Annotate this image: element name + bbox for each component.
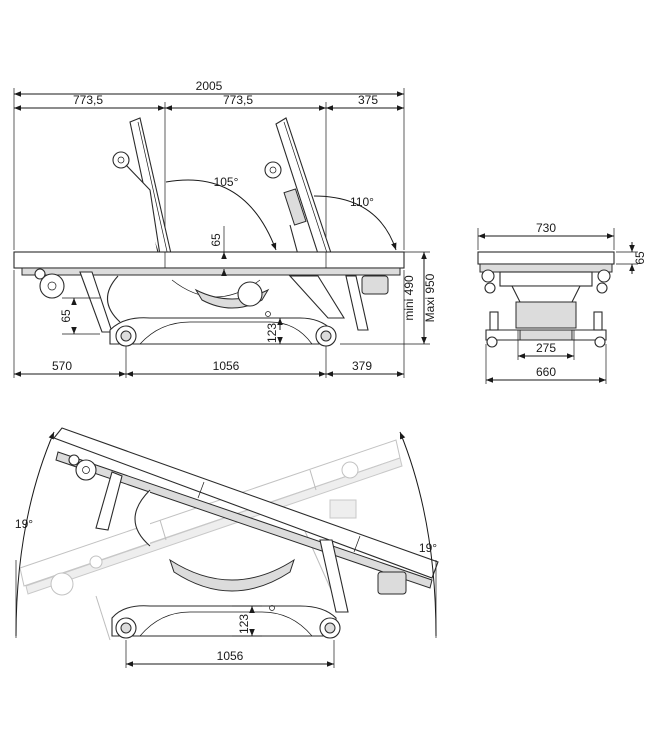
dim-angle-back: 105°: [214, 175, 239, 189]
dim-end-width: 730: [536, 221, 556, 235]
dim-overhang-left: 570: [52, 359, 72, 373]
tilt-arc-right: [399, 431, 437, 637]
dim-wheelbase: 1056: [213, 359, 240, 373]
raised-head-section: [264, 117, 335, 267]
dim-arm-height: 65: [59, 309, 73, 323]
table-top: [13, 251, 405, 276]
bottom-dimension-lines: [13, 270, 405, 378]
base-frame: [34, 268, 389, 347]
dim-tilt-right: 19°: [419, 541, 437, 555]
raised-backrest: [112, 117, 173, 263]
dim-end-pad-thickness: 65: [633, 251, 647, 265]
dim-end-inner-width: 275: [536, 341, 556, 355]
tilt-view: 19° 19° 123 1056: [15, 427, 439, 668]
main-tilted-table: [53, 427, 439, 639]
dim-segment-3: 375: [358, 93, 378, 107]
dim-tilt-ground-clearance: 123: [237, 614, 251, 634]
end-view-body: [477, 251, 615, 348]
dim-end-base-width: 660: [536, 365, 556, 379]
angle-arc-head: [313, 195, 397, 251]
top-dimension-lines: [13, 88, 405, 268]
dim-pad-thickness: 65: [209, 233, 223, 247]
angle-arc-back: [165, 179, 277, 251]
end-view: 730 65 275 660: [477, 221, 647, 384]
dim-height-min: mini 490: [402, 275, 416, 321]
dim-segment-1: 773,5: [73, 93, 103, 107]
dim-tilt-left: 19°: [15, 517, 33, 531]
tilt-arc-left: [15, 431, 55, 637]
dim-segment-2: 773,5: [223, 93, 253, 107]
dim-height-max: Maxi 950: [423, 273, 437, 322]
dim-overall-length: 2005: [196, 79, 223, 93]
dim-angle-head: 110°: [350, 195, 374, 209]
dim-tilt-wheelbase: 1056: [217, 649, 244, 663]
side-view: 2005 773,5 773,5 375 105° 110°: [13, 79, 437, 378]
dim-overhang-right: 379: [352, 359, 372, 373]
dim-ground-clearance: 123: [265, 323, 279, 343]
